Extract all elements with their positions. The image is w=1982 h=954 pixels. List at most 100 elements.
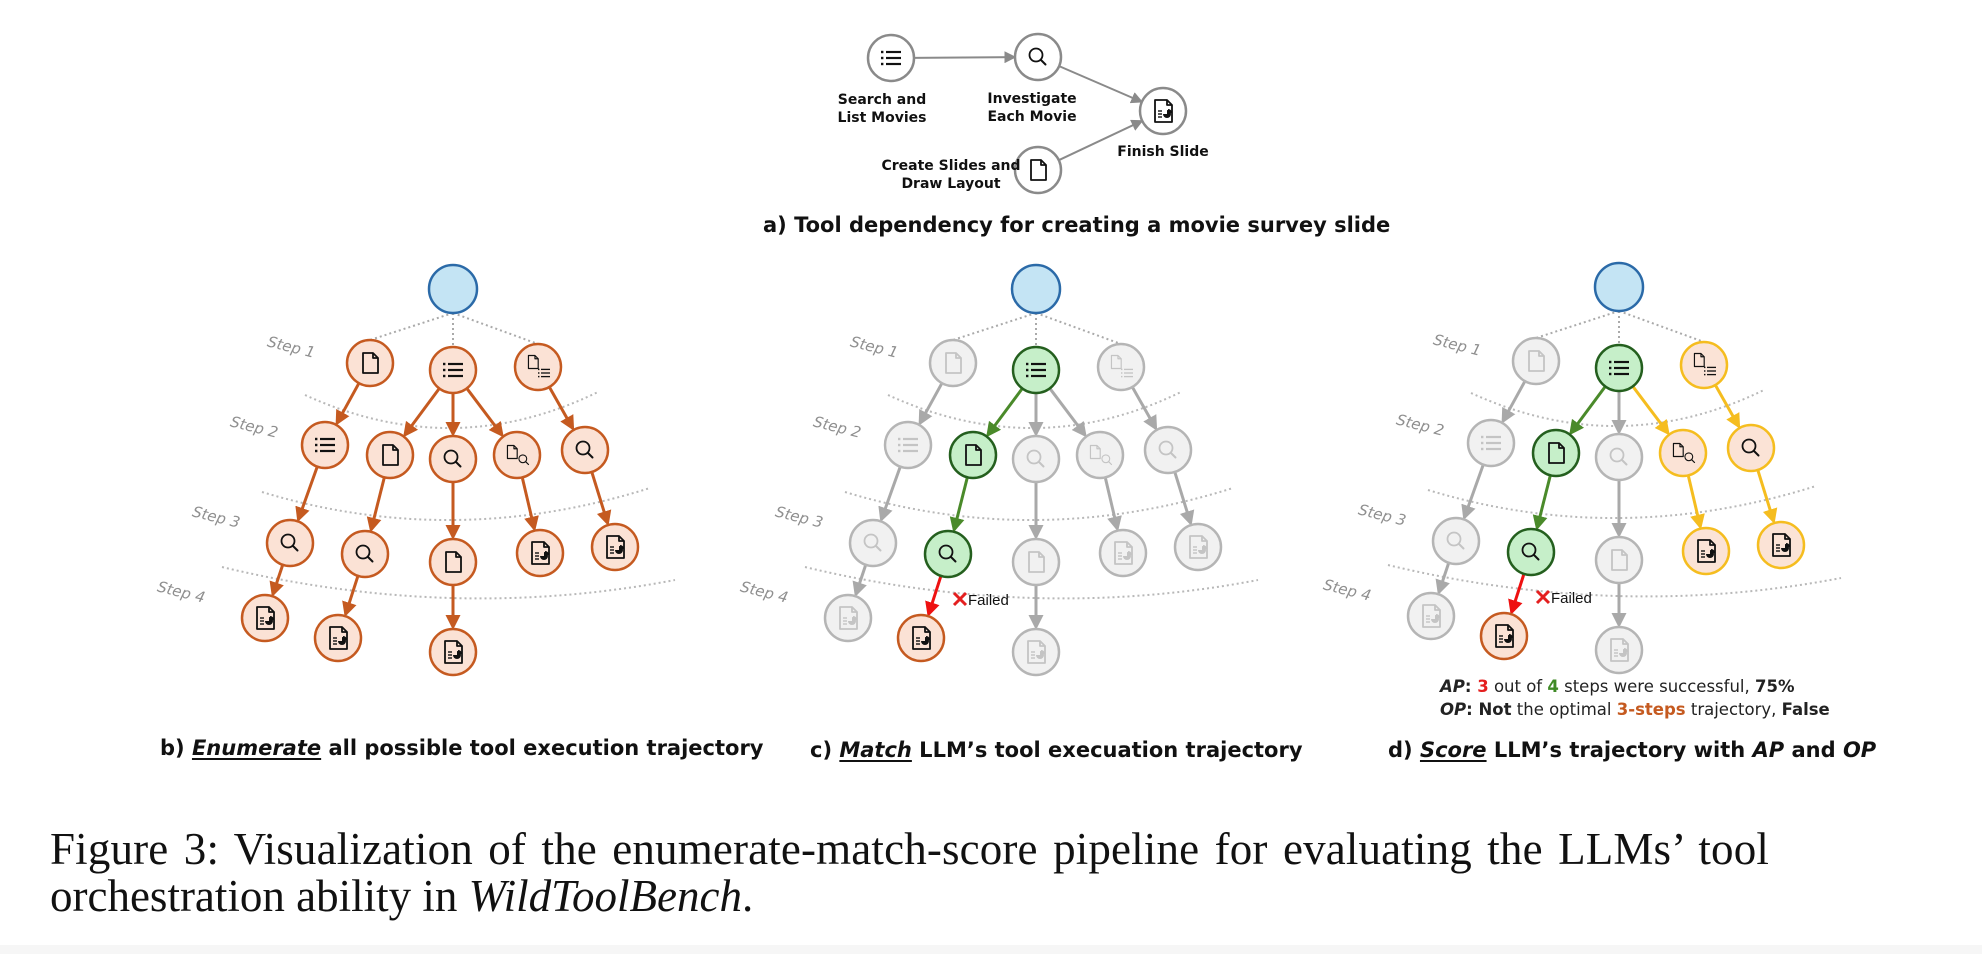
caption-op: OP [1842,738,1877,762]
document-icon [362,352,379,374]
figure-caption-line-1: Figure 3: Visualization of the enumerate… [50,824,1770,874]
search-icon [1158,440,1177,459]
caption-keyword-enumerate: Enumerate [191,736,322,760]
list-icon [898,437,918,453]
list-icon [1026,362,1046,378]
list-icon [881,50,901,66]
dependency-node-label: List Movies [838,110,927,126]
tool-node-s3e [1756,520,1806,570]
tool-node-s3b [340,529,390,579]
trajectory-edge-s3b-s4b [1508,574,1526,616]
tool-node-s3a [848,518,898,568]
document-icon [382,444,399,466]
tool-node-s2b [1531,428,1581,478]
root-connector [1535,310,1620,339]
trajectory-edge-s1b-s2b [1569,386,1606,436]
failed-label: Failed [1551,590,1592,607]
benchmark-name: WildToolBench [468,871,742,921]
root-connector [952,312,1037,341]
trajectory-edge-s1a-s2a [918,383,943,426]
tool-node-s3c [1011,537,1061,587]
document-list-icon [1110,354,1134,378]
failed-x-icon [952,591,968,607]
search-icon [355,544,374,563]
document-search-icon [1672,442,1696,464]
trajectory-edge-s3a-s4a [852,565,867,598]
trajectory-edge-s1c-s2e [548,387,575,431]
trajectory-edge-s2d-s3d [1104,478,1122,532]
trajectory-edge-s2e-s3e [1173,472,1195,526]
step-label: Step 1 [1432,331,1483,360]
slide-chart-icon [1154,99,1173,123]
dependency-node-label: Draw Layout [901,176,1000,192]
tool-node-s2e [1143,425,1193,475]
tool-node-s3b [1506,527,1556,577]
trajectory-edge-s2a-s3a [295,467,319,523]
step-separator [804,566,1259,600]
tool-node-s2c [428,434,478,484]
figure-caption-line-2: orchestration ability in WildToolBench. [50,870,753,922]
step-separator [261,487,651,522]
root-connector [1035,312,1122,345]
caption-prefix: b) [160,736,185,760]
slide-chart-icon [1610,638,1629,662]
ap-text-1: out of [1488,677,1548,696]
ap-success-count: 3 [1477,677,1489,696]
trajectory-edge-s2a-s3a [1461,465,1485,521]
op-not: Not [1478,700,1512,719]
document-icon [965,444,982,466]
document-search-icon [1089,444,1113,466]
trajectory-edge-s2d-s3d [1687,476,1705,530]
op-metric-line: OP: Not the optimal 3-steps trajectory, … [1440,700,1830,719]
slide-chart-icon [606,535,625,559]
caption-text: LLM’s trajectory with [1486,738,1753,762]
dependency-node-finish: Finish Slide [1117,86,1209,160]
trajectory-edge-s1c-s2e [1714,385,1741,429]
tool-node-s3a [265,518,315,568]
trajectory-edge-s1a-s2a [335,383,360,426]
tool-node-s2a [1466,418,1516,468]
step-label: Step 1 [266,333,317,362]
dependency-node-label: Each Movie [987,109,1076,125]
tool-node-s1b [1011,345,1061,395]
op-key: OP [1440,700,1467,719]
slide-chart-icon [1697,539,1716,563]
step-separator [221,566,676,600]
tool-node-s2b [365,430,415,480]
caption-line2-text: orchestration ability in [50,871,469,921]
list-icon [443,362,463,378]
caption-text: all possible tool execution trajectory [321,736,764,760]
step-separator [844,487,1234,522]
step-label: Step 2 [1395,411,1446,440]
step-label: Step 3 [774,503,825,532]
failed-label: Failed [968,592,1009,609]
tool-node-s4b [313,613,363,663]
document-list-icon [527,354,551,378]
slide-chart-icon [1189,535,1208,559]
tool-node-s2a [300,420,350,470]
document-icon [1028,551,1045,573]
search-icon [1446,531,1465,550]
ap-total-count: 4 [1547,677,1559,696]
tool-node-s2e [1726,423,1776,473]
panel-b-caption: b) Enumerate all possible tool execution… [160,736,764,760]
slide-chart-icon [256,606,275,630]
caption-prefix: d) [1388,738,1413,762]
tool-node-s3a [1431,516,1481,566]
tool-node-s3d [1681,526,1731,576]
document-icon [1030,159,1047,181]
document-search-icon [506,444,530,466]
search-icon [443,449,462,468]
step-label: Step 2 [229,413,280,442]
ap-value: 75% [1754,677,1795,696]
ap-key: AP [1440,677,1465,696]
failed-marker: Failed [1535,589,1592,607]
tool-node-s4c [1594,625,1644,675]
document-icon [945,352,962,374]
search-icon [1028,47,1047,66]
slide-chart-icon [839,606,858,630]
trajectory-edge-s1a-s2a [1501,381,1526,424]
slide-chart-icon [1422,604,1441,628]
